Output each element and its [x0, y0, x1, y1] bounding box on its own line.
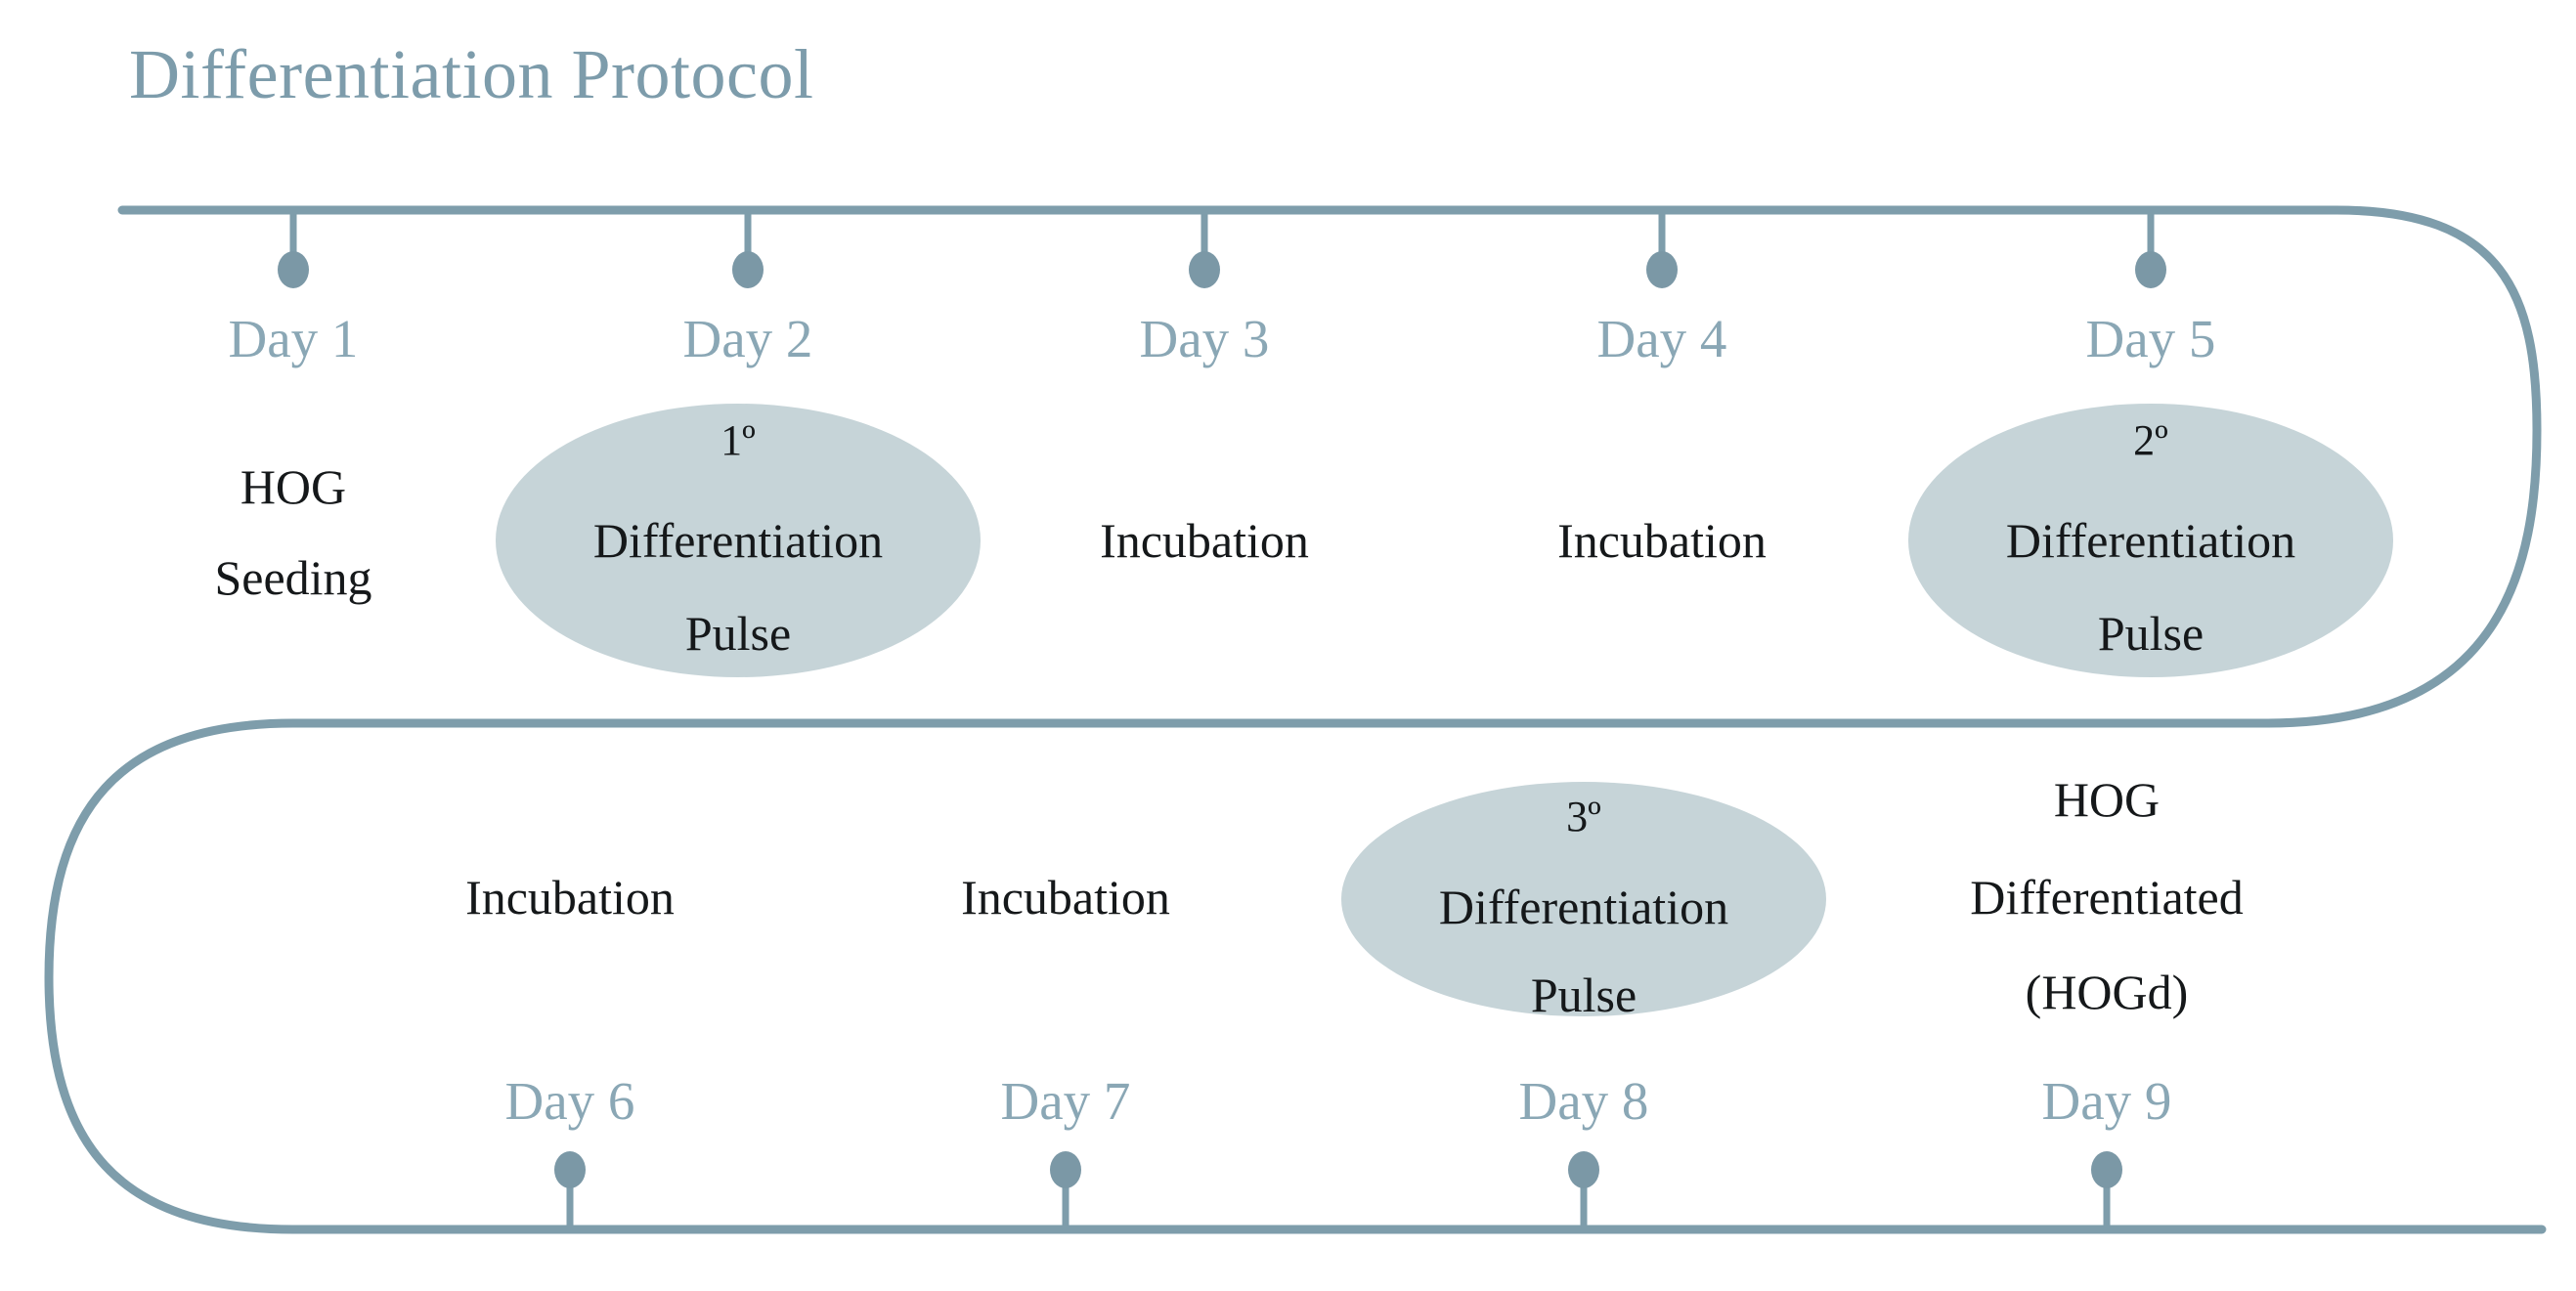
- event-incubation-day3: Incubation: [1100, 513, 1309, 568]
- timeline-track: [44, 205, 2547, 1234]
- pulse-ellipse-3: [1341, 782, 1826, 1016]
- ordinal-suffix: º: [1588, 793, 1601, 840]
- event-line: Incubation: [465, 870, 675, 925]
- tick-day-1: [278, 210, 309, 288]
- day-label-7: Day 7: [1001, 1071, 1131, 1131]
- tick-day-6: [554, 1151, 586, 1229]
- tick-day-8: [1568, 1151, 1599, 1229]
- event-line: Differentiation: [2006, 513, 2295, 568]
- event-line: Incubation: [1100, 513, 1309, 568]
- day-label-1: Day 1: [229, 309, 359, 368]
- event-line: Incubation: [961, 870, 1170, 925]
- event-line: Incubation: [1557, 513, 1767, 568]
- tick-day-2: [732, 210, 764, 288]
- event-line: (HOGd): [2026, 965, 2189, 1019]
- ordinal-marker: 3º: [1566, 793, 1601, 840]
- page-title: Differentiation Protocol: [129, 35, 814, 113]
- day-label-5: Day 5: [2086, 309, 2216, 368]
- day-label-9: Day 9: [2042, 1071, 2172, 1131]
- event-primary-differentiation-pulse: 1º Differentiation Pulse: [593, 416, 883, 661]
- ordinal-number: 1: [720, 416, 742, 464]
- event-hog-seeding: HOG Seeding: [214, 459, 371, 605]
- ordinal-marker: 2º: [2133, 416, 2168, 464]
- tick-day-3: [1189, 210, 1220, 288]
- ordinal-marker: 1º: [720, 416, 756, 464]
- day-label-4: Day 4: [1597, 309, 1727, 368]
- ordinal-number: 3: [1566, 793, 1588, 840]
- event-incubation-day4: Incubation: [1557, 513, 1767, 568]
- top-row-ticks: [278, 210, 2166, 288]
- event-line: Differentiated: [1970, 870, 2244, 925]
- event-line: Pulse: [685, 606, 791, 661]
- day-label-6: Day 6: [505, 1071, 635, 1131]
- bottom-row-ticks: [554, 1151, 2122, 1229]
- tick-day-5: [2135, 210, 2166, 288]
- event-line: Differentiation: [1439, 880, 1728, 934]
- tick-day-7: [1050, 1151, 1081, 1229]
- event-line: HOG: [240, 459, 346, 514]
- day-label-8: Day 8: [1519, 1071, 1649, 1131]
- event-line: HOG: [2054, 772, 2160, 827]
- ordinal-number: 2: [2133, 416, 2155, 464]
- event-line: Seeding: [214, 550, 371, 605]
- event-incubation-day7: Incubation: [961, 870, 1170, 925]
- event-secondary-differentiation-pulse: 2º Differentiation Pulse: [2006, 416, 2295, 661]
- pulse-ellipse-2: [1908, 404, 2393, 677]
- day-label-3: Day 3: [1140, 309, 1270, 368]
- event-incubation-day6: Incubation: [465, 870, 675, 925]
- event-line: Pulse: [2098, 606, 2204, 661]
- event-line: Pulse: [1531, 968, 1637, 1022]
- event-line: Differentiation: [593, 513, 883, 568]
- tick-day-4: [1646, 210, 1678, 288]
- tick-day-9: [2091, 1151, 2122, 1229]
- pulse-ellipse-1: [496, 404, 981, 677]
- event-tertiary-differentiation-pulse: 3º Differentiation Pulse: [1439, 793, 1728, 1022]
- ordinal-suffix: º: [742, 416, 756, 464]
- ordinal-suffix: º: [2155, 416, 2168, 464]
- day-label-2: Day 2: [683, 309, 813, 368]
- event-hog-differentiated: HOG Differentiated (HOGd): [1970, 772, 2244, 1019]
